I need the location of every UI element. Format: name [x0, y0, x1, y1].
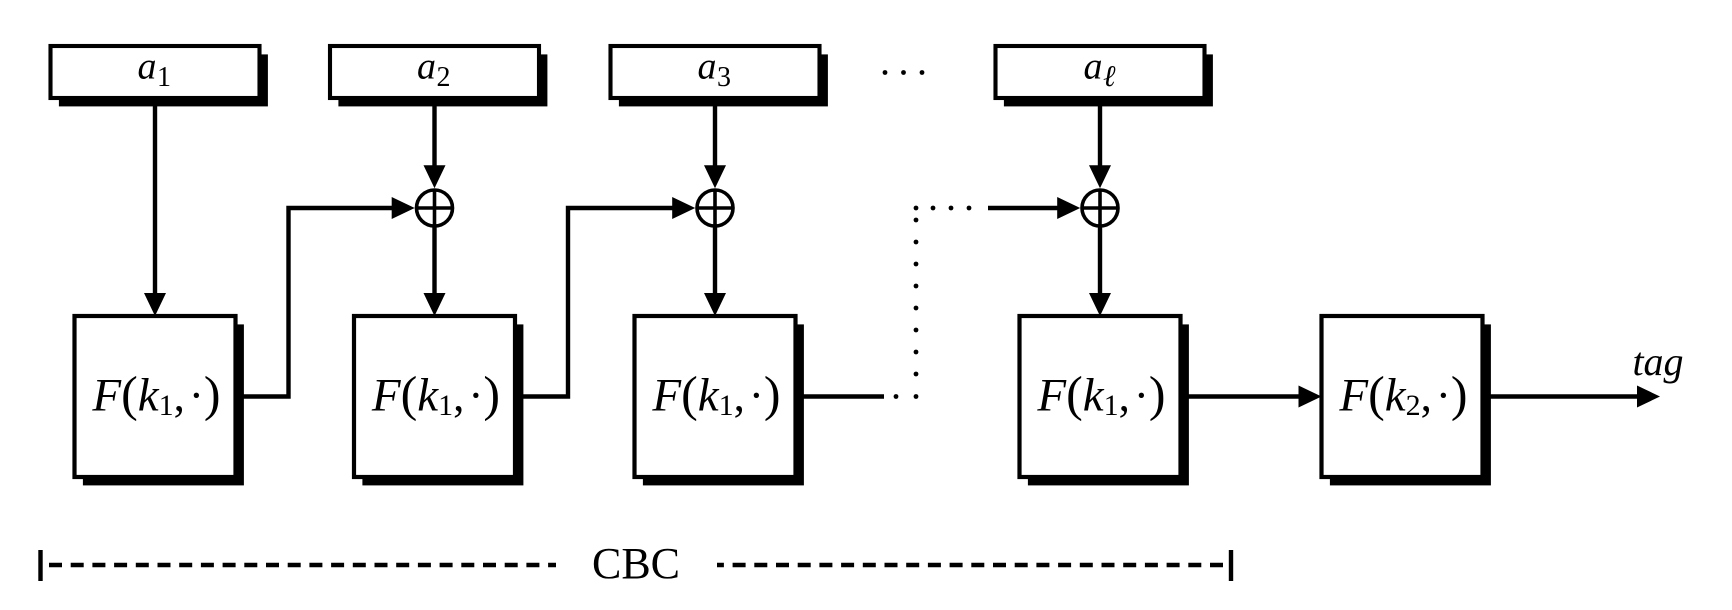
svg-text:a: a: [698, 46, 717, 88]
svg-text:F(k1,·): F(k1,·): [1036, 366, 1165, 423]
svg-text:a: a: [138, 46, 157, 88]
svg-text:3: 3: [717, 62, 731, 93]
svg-text:F(k1,·): F(k1,·): [651, 366, 780, 423]
svg-text:tag: tag: [1632, 339, 1683, 384]
svg-text:1: 1: [157, 62, 171, 93]
svg-text:a: a: [1084, 46, 1103, 88]
svg-text:ℓ: ℓ: [1103, 60, 1116, 93]
svg-text:F(k2,·): F(k2,·): [1338, 366, 1467, 423]
svg-text:a: a: [417, 46, 436, 88]
svg-text:CBC: CBC: [592, 539, 680, 588]
svg-text:F(k1,·): F(k1,·): [91, 366, 220, 423]
svg-text:2: 2: [437, 62, 451, 93]
svg-text:F(k1,·): F(k1,·): [371, 366, 500, 423]
